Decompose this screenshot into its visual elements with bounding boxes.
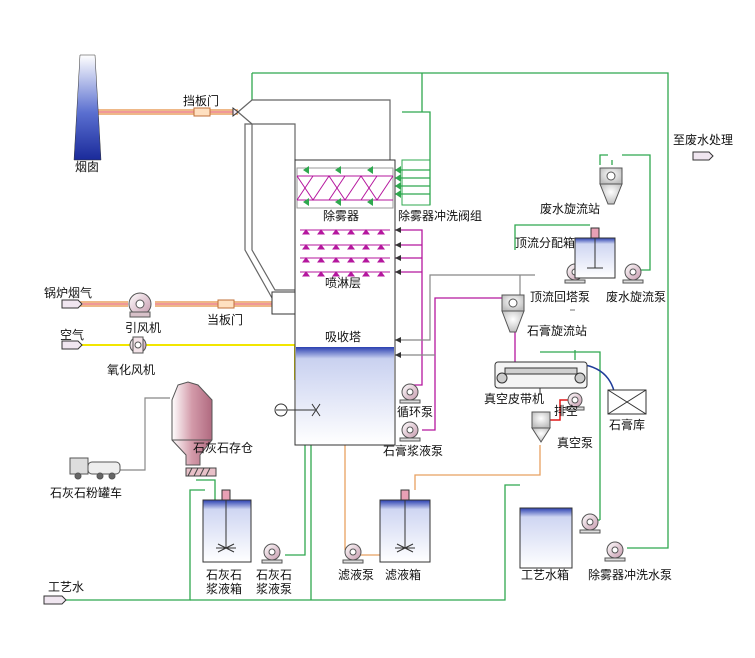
vent-label: 排空: [554, 404, 579, 418]
wastewater-outlet-icon: [692, 151, 714, 161]
chimney-icon: [73, 54, 102, 161]
gypsum-slurry-pump-label: 石膏浆液泵: [383, 444, 444, 458]
vacuum-pump-icon: [565, 392, 585, 411]
limestone-pump-icon: [261, 543, 283, 564]
limestone-tank-label-2: 浆液箱: [206, 582, 243, 596]
process-water-pump-icon: [579, 513, 601, 534]
vacuum-pump-label: 真空泵: [557, 436, 594, 450]
demister-icon: [296, 167, 394, 209]
flue-gas-pipe-chimney: [98, 109, 238, 115]
overflow-distribution-tank-icon: [574, 227, 616, 279]
boiler-gas-inlet-icon: [61, 299, 83, 309]
overflow-tank-label: 顶流分配箱: [515, 236, 576, 250]
process-water-tank-icon: [519, 507, 573, 569]
filtrate-tank-icon: [379, 489, 431, 563]
baffle-door-top-icon: [193, 107, 211, 117]
vacuum-belt-filter-icon: [494, 361, 588, 395]
wastewater-pump-icon: [622, 263, 644, 284]
gypsum-store-icon: [607, 389, 647, 415]
filtrate-pipes: [344, 445, 541, 556]
vacuum-receiver-icon: [531, 411, 551, 443]
baffle-door-inlet-label: 当板门: [207, 313, 244, 327]
demister-flush-valve-box: [401, 159, 431, 206]
absorber-label: 吸收塔: [325, 330, 362, 344]
vacuum-belt-label: 真空皮带机: [484, 392, 545, 406]
gypsum-slurry-pump-icon: [399, 421, 421, 442]
screw-feeder-icon: [185, 467, 217, 477]
gypsum-cyclone-label: 石膏旋流站: [527, 324, 588, 338]
inlet-arrows: [395, 227, 401, 358]
source-markers: [43, 106, 714, 605]
spray-layer-label: 喷淋层: [325, 276, 362, 290]
filtrate-tank-label: 滤液箱: [385, 568, 422, 582]
baffle-door-top-label: 挡板门: [183, 94, 220, 108]
limestone-pump-label-2: 浆液泵: [256, 582, 293, 596]
air-label: 空气: [60, 328, 85, 342]
gypsum-cyclone-icon: [501, 294, 525, 333]
tower-agitator-icon: [274, 403, 321, 417]
vacuum-line: [545, 399, 570, 421]
green-process-water-pipes: [62, 72, 669, 601]
limestone-silo-label: 石灰石存仓: [193, 441, 254, 455]
induced-fan-icon: [128, 292, 152, 318]
gypsum-vent-icon: [232, 106, 239, 118]
boiler-flue-gas-pipe: [80, 301, 272, 307]
boiler-flue-gas-label: 锅炉烟气: [44, 286, 93, 300]
limestone-feed-pipes: [196, 445, 306, 556]
chimney-label: 烟囱: [74, 160, 99, 174]
overflow-return-pump-label: 顶流回塔泵: [530, 290, 591, 304]
limestone-tank-label-1: 石灰石: [206, 568, 243, 582]
wastewater-pump-label: 废水旋流泵: [606, 290, 667, 304]
process-water-label: 工艺水: [48, 580, 85, 594]
oxidation-fan-icon: [129, 336, 147, 354]
circulation-pump-icon: [399, 383, 421, 404]
limestone-pump-label-1: 石灰石: [256, 568, 293, 582]
spray-layer-nozzles: [300, 229, 390, 277]
outlet-duct: [237, 99, 391, 299]
wastewater-cyclone-label: 废水旋流站: [540, 202, 601, 216]
demister-nozzle-icons: [303, 166, 401, 206]
demister-wash-pump-label: 除雾器冲洗水泵: [588, 568, 673, 582]
demister-flush-valves-label: 除雾器冲洗阀组: [398, 209, 483, 223]
process-water-tank-label: 工艺水箱: [521, 568, 570, 582]
filtrate-pump-icon: [342, 543, 364, 564]
pump-icons: [261, 263, 644, 564]
baffle-door-inlet-icon: [217, 299, 235, 309]
flue-inlet-box-icon: [271, 291, 296, 315]
demister-wash-pump-icon: [604, 541, 626, 562]
limestone-silo-icon: [171, 381, 213, 466]
demister-label: 除雾器: [323, 209, 360, 223]
air-inlet-icon: [61, 340, 83, 350]
gypsum-store-label: 石膏库: [609, 418, 646, 432]
truck-icon: [69, 457, 121, 480]
misc-gray-pipes: [120, 274, 575, 471]
limestone-slurry-tank-icon: [202, 489, 252, 563]
wastewater-treatment-label: 至废水处理: [673, 133, 734, 147]
oxidation-fan-label: 氧化风机: [107, 363, 156, 377]
filtrate-pump-label: 滤液泵: [338, 568, 375, 582]
absorber-slurry-zone: [296, 347, 394, 444]
process-water-inlet-icon: [43, 595, 67, 605]
circulation-pump-label: 循环泵: [397, 405, 434, 419]
powder-truck-label: 石灰石粉罐车: [50, 486, 123, 500]
wastewater-cyclone-icon: [599, 167, 623, 205]
induced-fan-label: 引风机: [125, 321, 162, 335]
